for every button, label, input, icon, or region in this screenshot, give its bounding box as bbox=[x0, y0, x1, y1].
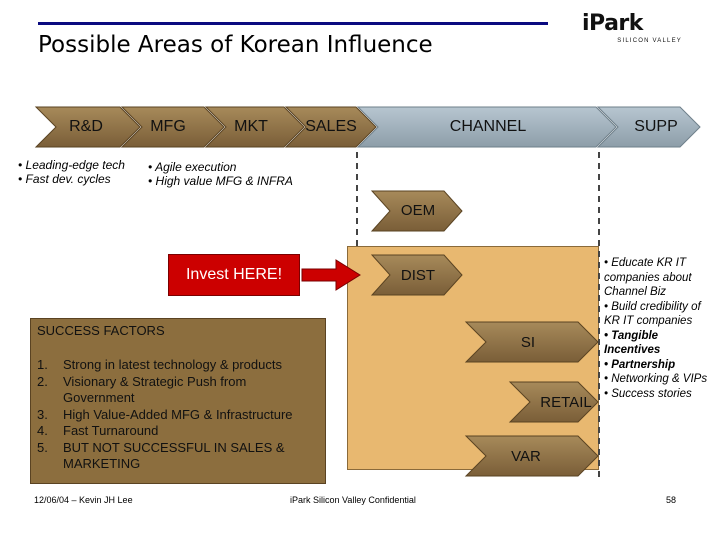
success-factor-item: 3.High Value-Added MFG & Infrastructure bbox=[37, 406, 293, 422]
rnd-bullets: • Leading-edge tech • Fast dev. cycles bbox=[18, 158, 128, 186]
success-factors-list: 1.Strong in latest technology & products… bbox=[37, 357, 321, 473]
success-factor-item: 1.Strong in latest technology & products bbox=[37, 357, 282, 372]
chevron-mfg bbox=[120, 106, 225, 148]
chevron-mkt bbox=[204, 106, 305, 148]
chevron-label-supp: SUPP bbox=[634, 118, 678, 135]
invest-arrow bbox=[301, 259, 361, 291]
oem-label: OEM bbox=[400, 202, 436, 219]
footer-confidential: iPark Silicon Valley Confidential bbox=[290, 495, 416, 505]
ipark-logo: iPark SILICON VALLEY bbox=[582, 13, 688, 47]
chevron-supp bbox=[596, 106, 701, 148]
chevron-channel bbox=[356, 106, 617, 148]
success-factors-heading: SUCCESS FACTORS bbox=[37, 323, 165, 338]
chevron-label-mfg: MFG bbox=[150, 118, 186, 135]
chevron-label-channel: CHANNEL bbox=[449, 118, 527, 135]
rnd-bullet-1: • Leading-edge tech bbox=[18, 158, 125, 172]
chevron-si bbox=[464, 321, 599, 363]
rnd-bullet-2: • Fast dev. cycles bbox=[18, 172, 111, 186]
chevron-rnd bbox=[34, 106, 141, 148]
supp-bullet-4: • Partnership bbox=[604, 358, 676, 371]
success-factor-item: 4.Fast Turnaround bbox=[37, 423, 159, 438]
supp-bullets: • Educate KR IT companies about Channel … bbox=[604, 256, 716, 401]
supp-bullet-5: • Networking & VIPs bbox=[604, 373, 708, 385]
logo-subtitle: SILICON VALLEY bbox=[617, 38, 682, 44]
footer-date-author: 12/06/04 – Kevin JH Lee bbox=[34, 495, 133, 505]
mfg-bullet-1: • Agile execution bbox=[148, 160, 237, 174]
supp-bullet-1: • Educate KR IT companies about Channel … bbox=[604, 257, 692, 298]
logo-mark: iPark bbox=[582, 11, 643, 36]
mfg-bullets: • Agile execution • High value MFG & INF… bbox=[148, 160, 328, 188]
chevron-label-sales: SALES bbox=[305, 118, 357, 135]
chevron-label-mkt: MKT bbox=[234, 118, 268, 135]
chevron-sales bbox=[284, 106, 377, 148]
chevron-retail bbox=[508, 381, 599, 423]
slide-title: Possible Areas of Korean Influence bbox=[38, 32, 433, 58]
supp-bullet-6: • Success stories bbox=[604, 387, 692, 400]
var-label: VAR bbox=[511, 448, 541, 465]
chevron-oem bbox=[370, 190, 463, 232]
supp-bullet-2: • Build credibility of KR IT companies bbox=[604, 300, 701, 328]
invest-here-box: Invest HERE! bbox=[168, 254, 300, 296]
success-factor-item: 2.Visionary & Strategic Push from Govern… bbox=[37, 373, 247, 406]
retail-label: RETAIL bbox=[540, 394, 592, 411]
title-rule bbox=[38, 22, 548, 25]
supp-bullet-3: • Tangible Incentives bbox=[604, 329, 661, 357]
chevron-dist bbox=[370, 254, 463, 296]
footer-page-number: 58 bbox=[666, 495, 677, 505]
success-factor-item: 5.BUT NOT SUCCESSFUL IN SALES & MARKETIN… bbox=[37, 439, 285, 472]
chevron-label-rnd: R&D bbox=[69, 118, 103, 135]
chevron-var bbox=[464, 435, 599, 477]
mfg-bullet-2: • High value MFG & INFRA bbox=[148, 174, 293, 188]
dist-label: DIST bbox=[400, 267, 436, 284]
success-factors-box: SUCCESS FACTORS 1.Strong in latest techn… bbox=[30, 318, 326, 484]
si-label: SI bbox=[520, 334, 536, 351]
